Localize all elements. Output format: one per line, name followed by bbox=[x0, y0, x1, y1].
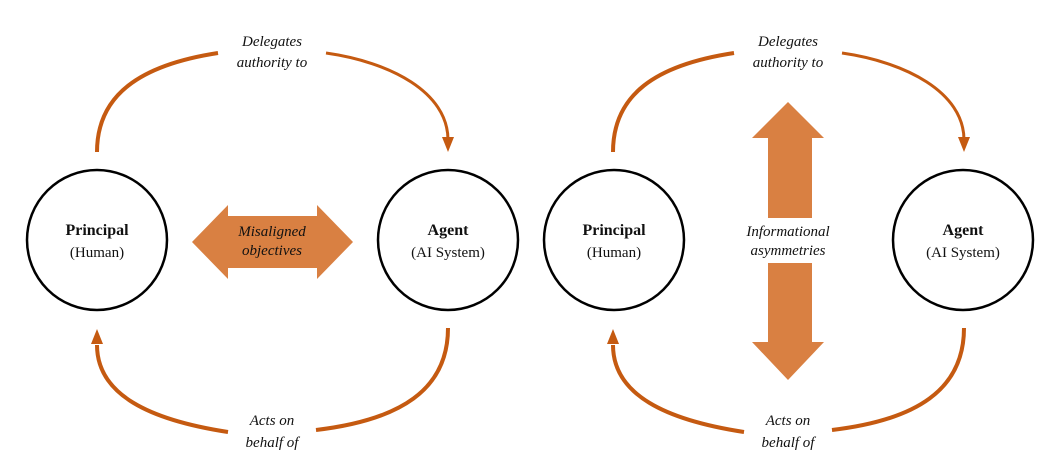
bottom-label-line2: behalf of bbox=[762, 435, 817, 451]
principal-node: Principal (Human) bbox=[25, 168, 169, 312]
panel-informational-asymmetries: Delegates authority to Principal (Human)… bbox=[542, 34, 1035, 451]
arrowhead-up-icon bbox=[91, 329, 103, 344]
agent-subtitle: (AI System) bbox=[411, 245, 485, 261]
delegates-arrow-right-segment bbox=[325, 51, 450, 141]
panel-misaligned-objectives: Delegates authority to Principal (Human)… bbox=[25, 34, 520, 451]
center-label-line1: Informational bbox=[745, 224, 829, 240]
top-label-line2: authority to bbox=[237, 55, 308, 71]
down-arrow-icon bbox=[752, 263, 824, 380]
agent-node: Agent (AI System) bbox=[376, 168, 520, 312]
principal-title: Principal bbox=[582, 222, 646, 239]
bottom-label-line1: Acts on bbox=[765, 413, 811, 429]
arrowhead-down-icon bbox=[958, 137, 970, 152]
principal-title: Principal bbox=[65, 222, 129, 239]
horizontal-double-arrow-icon bbox=[192, 205, 353, 279]
agent-title: Agent bbox=[943, 222, 985, 239]
arrowhead-up-icon bbox=[607, 329, 619, 344]
agent-title: Agent bbox=[428, 222, 470, 239]
delegates-arrow-left-segment bbox=[611, 51, 735, 153]
principal-subtitle: (Human) bbox=[587, 245, 641, 261]
delegates-arrow-right-segment bbox=[841, 51, 966, 141]
acts-on-behalf-arrow-right-segment bbox=[831, 327, 966, 432]
acts-on-behalf-arrow-left-segment bbox=[611, 344, 745, 434]
bottom-label-line1: Acts on bbox=[249, 413, 295, 429]
delegates-arrow-left-segment bbox=[95, 51, 219, 153]
acts-on-behalf-arrow-left-segment bbox=[95, 344, 229, 434]
agent-subtitle: (AI System) bbox=[926, 245, 1000, 261]
principal-subtitle: (Human) bbox=[70, 245, 124, 261]
top-label-line1: Delegates bbox=[241, 34, 302, 50]
bottom-label-line2: behalf of bbox=[246, 435, 301, 451]
top-label-line2: authority to bbox=[753, 55, 824, 71]
center-label-line1: Misaligned bbox=[237, 224, 306, 240]
principal-node: Principal (Human) bbox=[542, 168, 686, 312]
up-arrow-icon bbox=[752, 102, 824, 218]
arrowhead-down-icon bbox=[442, 137, 454, 152]
acts-on-behalf-arrow-right-segment bbox=[315, 327, 450, 432]
top-label-line1: Delegates bbox=[757, 34, 818, 50]
agent-node: Agent (AI System) bbox=[891, 168, 1035, 312]
center-label-line2: objectives bbox=[242, 243, 302, 259]
center-label-line2: asymmetries bbox=[751, 243, 826, 259]
